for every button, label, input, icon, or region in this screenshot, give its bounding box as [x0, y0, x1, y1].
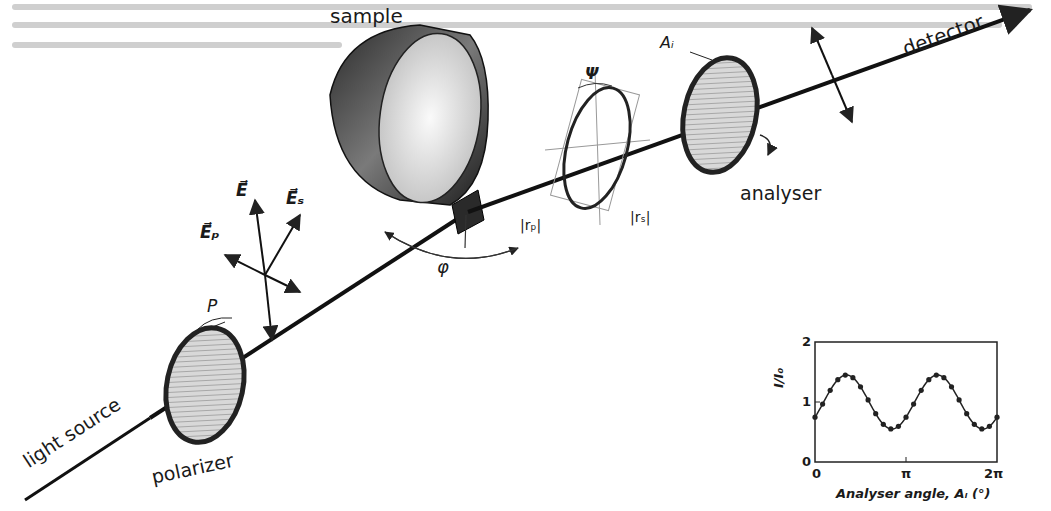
- data-point: [934, 373, 939, 378]
- data-point: [979, 426, 984, 431]
- rs-label: |rₛ|: [630, 210, 650, 224]
- detector-label: detector: [900, 11, 986, 59]
- data-point: [972, 422, 977, 427]
- data-point: [926, 377, 931, 382]
- axis-title: Analyser angle, Aᵢ (°): [836, 487, 990, 500]
- psi-label: Ψ: [585, 66, 599, 82]
- field-vector-s-label: E⃗ₛ: [286, 190, 304, 207]
- inset-plot: [812, 342, 999, 462]
- angle-phi: [385, 215, 518, 258]
- data-point: [820, 402, 825, 407]
- data-point: [949, 384, 954, 389]
- data-point: [812, 415, 817, 420]
- axis-title: I/I₀: [772, 368, 785, 388]
- data-point: [888, 426, 893, 431]
- data-point: [881, 422, 886, 427]
- axis-tick-label: 2: [802, 335, 811, 348]
- data-point: [896, 424, 901, 429]
- rp-label: |rₚ|: [520, 218, 541, 232]
- analyser-disc: [673, 51, 770, 179]
- data-point: [919, 388, 924, 393]
- data-point: [957, 397, 962, 402]
- background-text-strokes: [12, 4, 1032, 48]
- reflected-beam: [468, 10, 1030, 212]
- data-point: [828, 388, 833, 393]
- axis-tick-label: 0: [802, 455, 811, 468]
- polarizer-label: polarizer: [150, 451, 235, 487]
- field-vector-p-label: E⃗ₚ: [200, 224, 220, 241]
- data-point: [994, 415, 999, 420]
- axis-tick-label: 1: [802, 395, 811, 408]
- field-vectors: [225, 200, 300, 340]
- analyser-angle-label: Aᵢ: [660, 35, 674, 51]
- data-point: [866, 397, 871, 402]
- data-point: [911, 402, 916, 407]
- polarization-ellipse: [545, 70, 650, 225]
- sample-label: sample: [330, 6, 403, 26]
- data-point: [843, 373, 848, 378]
- polarizer-disc: [156, 318, 254, 450]
- data-point: [873, 411, 878, 416]
- data-point: [903, 415, 908, 420]
- axis-tick-label: 2π: [984, 467, 1003, 480]
- data-point: [835, 377, 840, 382]
- analyser-label: analyser: [740, 184, 821, 203]
- data-point: [850, 375, 855, 380]
- axis-tick-label: π: [901, 467, 911, 480]
- transmitted-polarization: [812, 28, 852, 122]
- polarizer-angle-label: P: [207, 298, 217, 315]
- sample-holder: [330, 25, 491, 209]
- data-point: [858, 384, 863, 389]
- data-point: [987, 424, 992, 429]
- light-source-label: light source: [20, 394, 124, 471]
- field-vector-label: E⃗: [236, 182, 248, 199]
- angle-phi-label: φ: [437, 258, 449, 276]
- axis-tick-label: 0: [812, 467, 821, 480]
- data-point: [941, 375, 946, 380]
- data-point: [964, 411, 969, 416]
